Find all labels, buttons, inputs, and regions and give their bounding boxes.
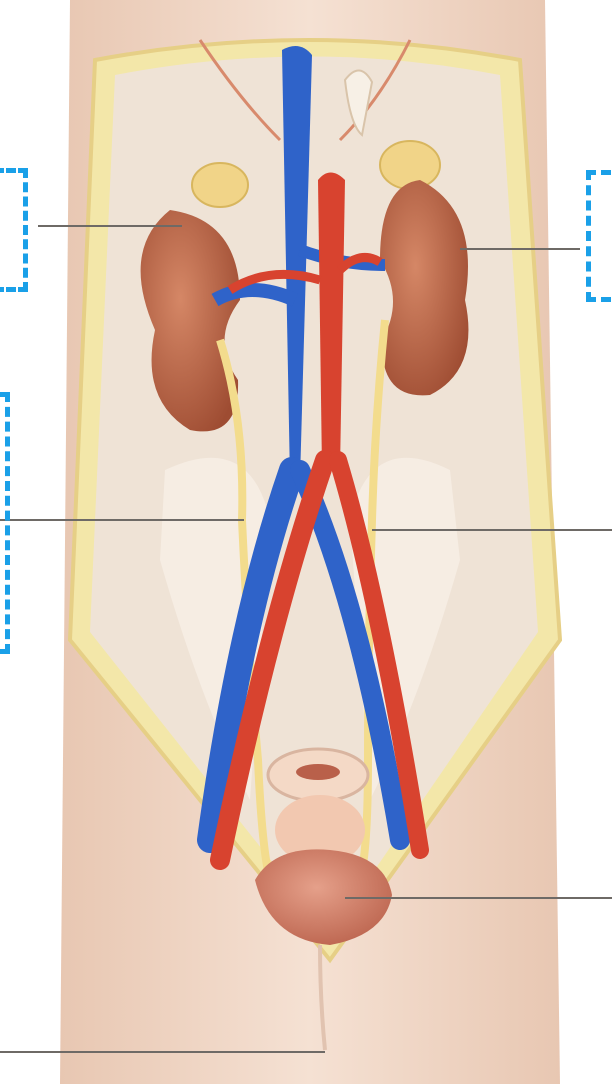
right-kidney xyxy=(380,180,468,395)
label-box-left-kidney[interactable] xyxy=(0,168,28,292)
rectum-lumen xyxy=(296,764,340,780)
label-box-right-kidney[interactable] xyxy=(586,170,612,302)
left-adrenal-gland xyxy=(192,163,248,207)
label-box-left-ureter[interactable] xyxy=(0,392,10,654)
right-adrenal-gland xyxy=(380,141,440,189)
